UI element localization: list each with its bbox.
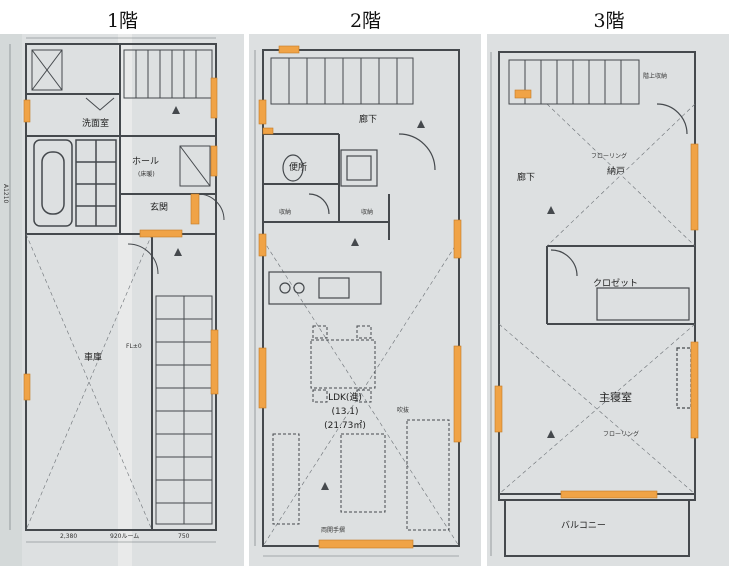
dimension-3: 750	[178, 533, 190, 540]
void-note: 吹抜	[397, 407, 410, 414]
hall-label: ホール	[132, 157, 160, 167]
entrance-label: 玄関	[150, 203, 169, 213]
dimension-2: 920ルーム	[110, 533, 140, 540]
f2-corridor-label: 廊下	[359, 115, 378, 125]
floor-3-title: 3階	[593, 10, 625, 32]
storage-label-1: 収納	[279, 209, 292, 216]
hall-sub-label: (床暖)	[138, 171, 155, 178]
toilet-label: 便所	[289, 163, 308, 173]
ldk-area: (21.73㎡)	[324, 421, 366, 431]
flooring-label-1: フローリング	[591, 153, 628, 160]
washroom-label: 洗面室	[82, 119, 110, 129]
storage-label-2: 収納	[361, 209, 374, 216]
floor-2-drawing	[254, 45, 462, 557]
floor-1-plan: 洗面室 ホール (床暖) 玄関 車庫 FL±0 A1210 2,380 920ル…	[0, 34, 244, 566]
storeroom-label: 納戸	[607, 167, 626, 177]
dimension-1: 2,380	[60, 533, 78, 540]
floor-1-title: 1階	[106, 10, 139, 32]
floor-2-plan: 廊下 便所 収納 収納 LDK(進) (13.1) (21.73㎡) 吹抜 両開…	[249, 34, 481, 566]
master-bedroom-label: 主寝室	[599, 391, 632, 404]
window-note: 両開手摺	[321, 527, 346, 534]
upper-storage-label: 階上収納	[643, 73, 668, 80]
ldk-label: LDK(進)	[328, 393, 362, 403]
garage-label: 車庫	[84, 353, 103, 363]
closet-label: クロゼット	[593, 279, 639, 289]
left-dimension-note: A1210	[2, 184, 9, 204]
floor-3-drawing	[490, 51, 699, 557]
floor-1-drawing	[0, 34, 225, 566]
flooring-label-2: フローリング	[603, 431, 640, 438]
floor-3-plan: 階上収納 廊下 納戸 フローリング クロゼット 主寝室 フローリング バルコニー	[487, 34, 729, 566]
floor-2-title: 2階	[349, 10, 382, 32]
ldk-tatami: (13.1)	[331, 407, 359, 417]
balcony-label: バルコニー	[561, 521, 606, 531]
f3-corridor-label: 廊下	[517, 173, 536, 183]
stair-note: FL±0	[126, 343, 142, 350]
